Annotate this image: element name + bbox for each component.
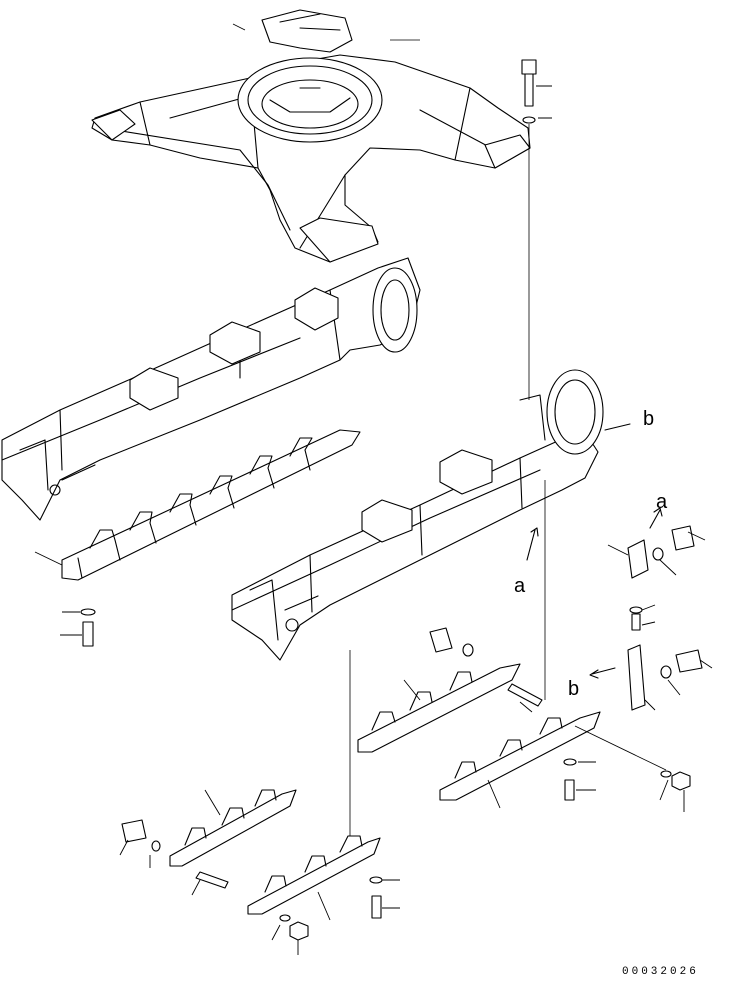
arrow-b-upper	[604, 423, 631, 431]
track-guide-lower-right	[439, 711, 691, 812]
track-guide-mid	[357, 627, 543, 753]
drawing-code: 00032026	[622, 966, 699, 978]
frame-bolt	[521, 59, 552, 124]
track-frame-right	[231, 369, 604, 661]
callout-b-upper: b	[643, 408, 654, 430]
track-guide-bottom-lower	[247, 650, 400, 955]
arrow-a-lower	[526, 527, 539, 561]
track-guide-bottom-upper	[119, 789, 297, 896]
revolving-frame	[91, 9, 531, 263]
callout-a-upper: a	[656, 491, 668, 513]
bracket-part-a	[607, 525, 706, 579]
callout-a-lower: a	[514, 575, 526, 597]
track-frame-left	[1, 257, 421, 521]
bolt-small-right	[629, 604, 656, 631]
arrow-a-upper	[649, 507, 663, 529]
callout-b-lower: b	[568, 678, 579, 700]
arrow-b-lower	[589, 667, 616, 679]
bolt-left	[34, 551, 96, 647]
bracket-part-b	[627, 644, 713, 711]
track-guide-left	[61, 429, 361, 581]
